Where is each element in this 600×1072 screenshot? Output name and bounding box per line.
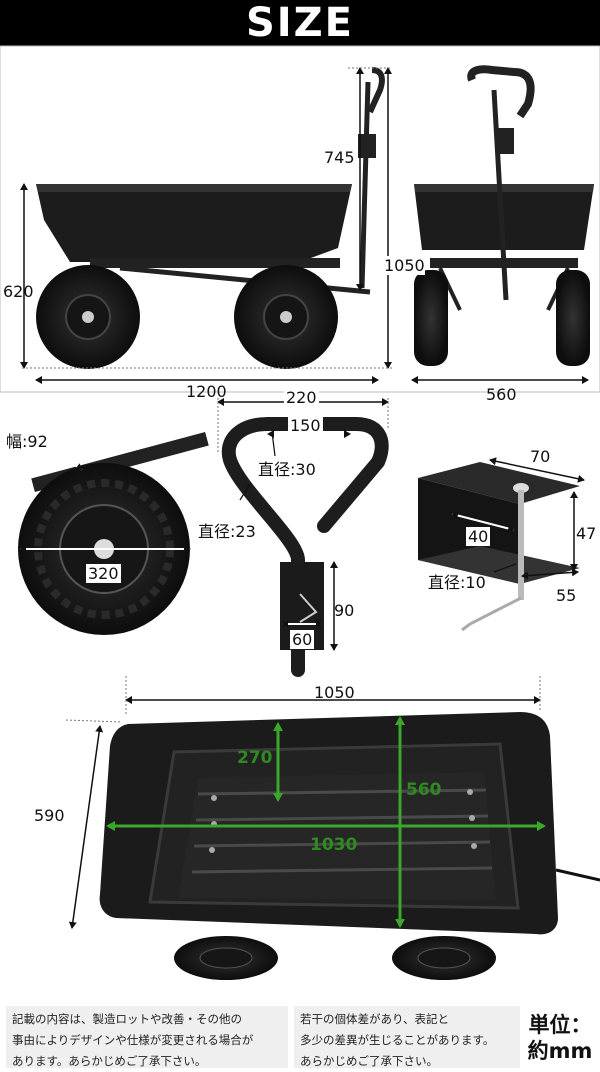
dim-side-height: 620 xyxy=(3,282,34,301)
dim-wheel-diameter: 320 xyxy=(86,564,121,583)
page-header: SIZE xyxy=(0,0,600,46)
front-view-cart xyxy=(414,65,594,366)
dim-side-length: 1200 xyxy=(186,382,227,401)
unit-label: 単位： 約mm xyxy=(522,1012,598,1064)
dim-handle-width: 220 xyxy=(284,388,319,407)
disclaimer-line: 事由によりデザインや仕様が変更される場合が xyxy=(12,1033,254,1047)
unit-line: 約mm xyxy=(527,1039,593,1063)
dim-bracket-width: 60 xyxy=(290,630,315,649)
dim-bracket-inner-depth: 40 xyxy=(466,527,491,546)
dim-bed-depth: 560 xyxy=(406,780,442,800)
page-title: SIZE xyxy=(245,0,355,46)
dim-total-height: 1050 xyxy=(384,256,425,275)
dim-bracket-depth: 55 xyxy=(556,586,577,605)
dim-grip-length: 150 xyxy=(288,416,323,435)
footer: 記載の内容は、製造ロットや改善・その他の 事由によりデザインや仕様が変更される場… xyxy=(0,1006,600,1070)
dim-bracket-top-width: 70 xyxy=(530,447,551,466)
dim-handle-height: 745 xyxy=(324,148,355,167)
dim-bed-inner-length: 1030 xyxy=(310,835,358,855)
dim-bracket-side-height: 47 xyxy=(576,524,597,543)
disclaimer-line: あらかじめご了承下さい。 xyxy=(300,1054,438,1068)
disclaimer-design: 記載の内容は、製造ロットや改善・その他の 事由によりデザインや仕様が変更される場… xyxy=(6,1006,288,1068)
wheel-detail xyxy=(18,431,209,635)
dim-bed-length: 1050 xyxy=(314,683,355,702)
disclaimer-line: 記載の内容は、製造ロットや改善・その他の xyxy=(12,1012,242,1026)
unit-line: 単位： xyxy=(528,1013,592,1037)
dim-bracket-height: 90 xyxy=(334,601,355,620)
dim-bed-wall: 270 xyxy=(237,748,273,768)
dim-front-width: 560 xyxy=(486,385,517,404)
dim-bed-width: 590 xyxy=(34,806,65,825)
disclaimer-variance: 若干の個体差があり、表記と 多少の差異が生じることがあります。 あらかじめご了承… xyxy=(294,1006,520,1068)
disclaimer-line: あります。あらかじめご了承下さい。 xyxy=(12,1054,207,1068)
dim-shaft-diameter: 直径:23 xyxy=(198,522,256,541)
dim-grip-diameter: 直径:30 xyxy=(258,460,316,479)
disclaimer-line: 多少の差異が生じることがあります。 xyxy=(300,1033,495,1047)
dim-wheel-width: 幅:92 xyxy=(6,432,48,451)
disclaimer-line: 若干の個体差があり、表記と xyxy=(300,1012,450,1026)
side-view-cart xyxy=(36,67,385,369)
dim-pin-diameter: 直径:10 xyxy=(428,573,486,592)
